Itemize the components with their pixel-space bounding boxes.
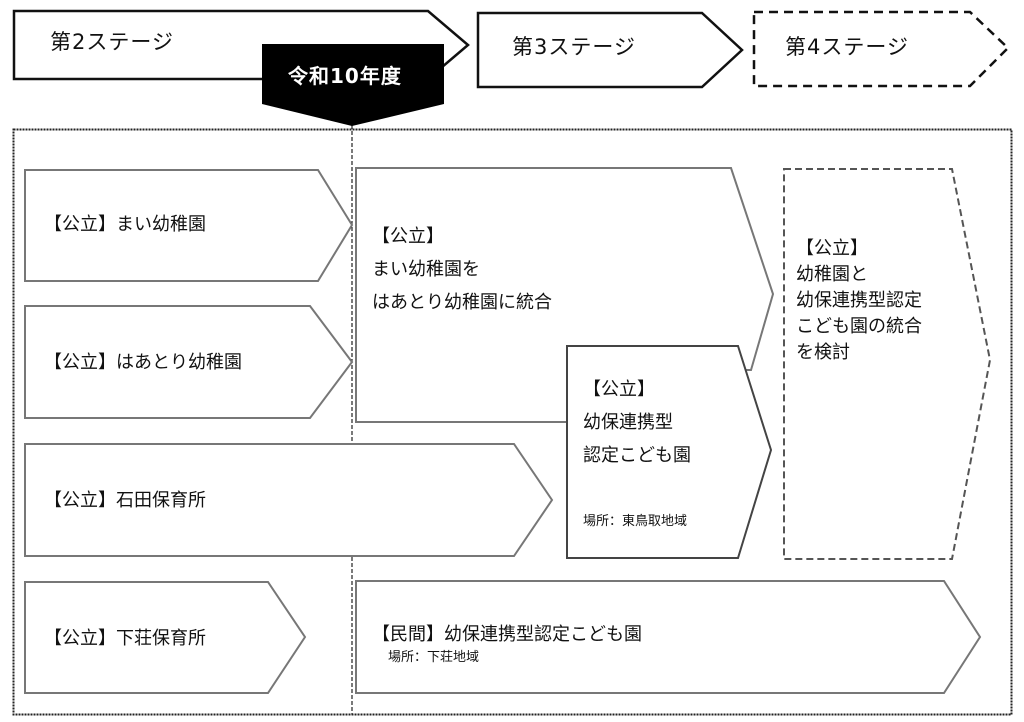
kodomoen-arrow: [566, 345, 773, 559]
kodomoen-place: 場所：東鳥取地域: [583, 514, 688, 529]
private-kodomoen-title: 【民間】幼保連携型認定こども園: [372, 624, 642, 645]
merge-text: 【公立】 まい幼稚園を はあとり幼稚園に統合: [372, 220, 552, 319]
current-facility-ishida: 【公立】石田保育所: [44, 490, 206, 511]
private-kodomoen-arrow: [355, 580, 982, 694]
current-box-2: [24, 305, 354, 419]
milestone-badge: [262, 44, 444, 126]
merge-type: 【公立】: [372, 226, 444, 247]
stage-3-arrow: [476, 11, 744, 89]
timeline-frame: [12, 128, 1013, 716]
private-kodomoen-place: 場所：下荘地域: [388, 650, 480, 665]
stage-4-proposal-arrow: [783, 168, 992, 560]
stage-2-label: 第2ステージ: [50, 30, 174, 54]
stage-4-line-1: 幼稚園と: [796, 264, 868, 285]
current-box-1: [24, 169, 354, 282]
milestone-label: 令和10年度: [288, 64, 402, 88]
merge-line-2: はあとり幼稚園に統合: [372, 292, 552, 313]
stage-4-label: 第4ステージ: [785, 35, 909, 59]
current-facility-haatori: 【公立】はあとり幼稚園: [44, 352, 242, 373]
stage-4-arrow: [752, 10, 1010, 88]
stage-4-proposal-text: 【公立】 幼稚園と 幼保連携型認定 こども園の統合 を検討: [796, 236, 922, 366]
stage-4-line-2: 幼保連携型認定: [796, 290, 922, 311]
kodomoen-text: 【公立】 幼保連携型 認定こども園: [583, 373, 691, 472]
stage-3-label: 第3ステージ: [512, 35, 636, 59]
stage-4-line-3: こども園の統合: [796, 316, 922, 337]
kodomoen-line-2: 認定こども園: [583, 445, 691, 466]
kodomoen-type: 【公立】: [583, 379, 655, 400]
merge-line-1: まい幼稚園を: [372, 259, 480, 280]
stage-4-type: 【公立】: [796, 238, 868, 259]
stage-4-line-4: を検討: [796, 342, 850, 363]
kodomoen-line-1: 幼保連携型: [583, 412, 673, 433]
current-facility-mai: 【公立】まい幼稚園: [44, 214, 206, 235]
current-box-4: [24, 581, 307, 694]
current-box-3: [24, 443, 554, 557]
current-facility-shimosho: 【公立】下荘保育所: [44, 628, 206, 649]
